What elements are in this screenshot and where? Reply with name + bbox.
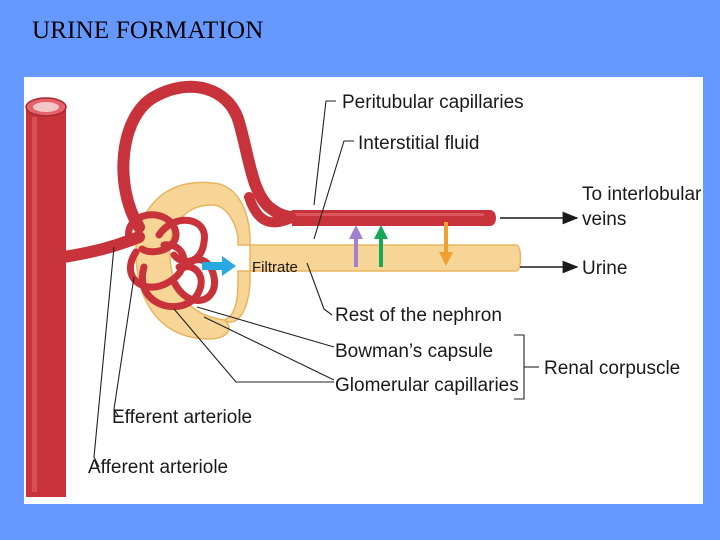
label-interstitial-fluid: Interstitial fluid	[358, 133, 479, 154]
label-afferent-arteriole: Afferent arteriole	[88, 457, 228, 478]
label-bowmans-capsule: Bowman’s capsule	[335, 341, 493, 362]
glomerulus	[125, 211, 218, 311]
label-veins: veins	[582, 209, 626, 230]
label-filtrate: Filtrate	[252, 259, 298, 276]
label-rest-of-nephron: Rest of the nephron	[335, 305, 502, 326]
leader-lines	[93, 100, 539, 468]
label-urine: Urine	[582, 258, 627, 279]
secretion-arrow-orange	[439, 222, 453, 266]
label-renal-corpuscle: Renal corpuscle	[544, 358, 680, 379]
exchange-arrows	[202, 222, 453, 276]
urine-formation-diagram: Peritubular capillaries Interstitial flu…	[25, 80, 702, 497]
filtrate-arrow	[202, 256, 236, 276]
label-to-interlobular: To interlobular	[582, 184, 702, 205]
efferent-arteriole	[117, 80, 300, 233]
diagram-panel: Peritubular capillaries Interstitial flu…	[24, 77, 703, 504]
reabsorption-arrow-green	[374, 225, 388, 267]
label-efferent-arteriole: Efferent arteriole	[112, 407, 252, 428]
reabsorption-arrow-purple	[349, 225, 363, 267]
slide-title: URINE FORMATION	[32, 17, 264, 44]
label-peritubular-capillaries: Peritubular capillaries	[342, 92, 524, 113]
label-glomerular-capillaries: Glomerular capillaries	[335, 375, 519, 396]
diagram-labels: Peritubular capillaries Interstitial flu…	[88, 92, 702, 478]
